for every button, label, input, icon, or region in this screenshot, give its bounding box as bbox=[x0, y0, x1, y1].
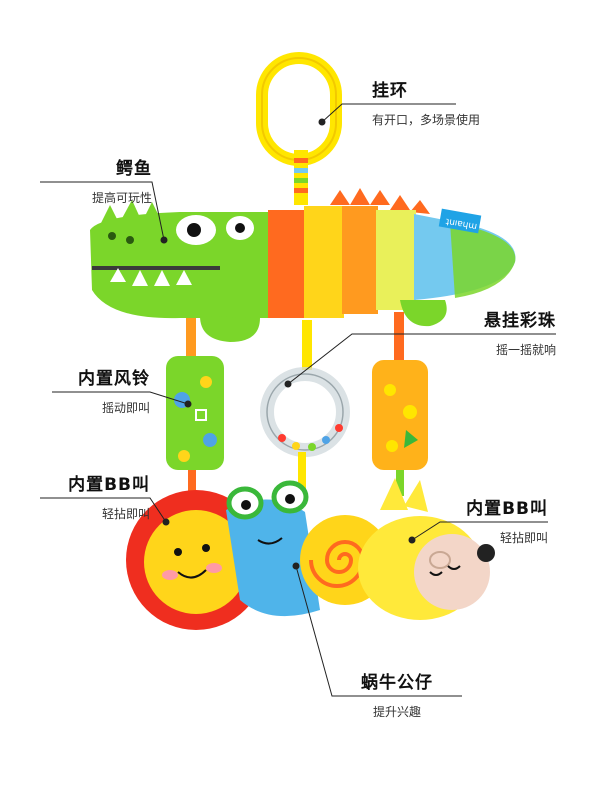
right-cylinder bbox=[372, 360, 428, 470]
callout-bb-right-title: 内置BB叫 bbox=[466, 499, 548, 519]
lower-ribbons bbox=[188, 452, 404, 496]
callout-bell-desc: 摇动即叫 bbox=[101, 401, 150, 415]
callout-ring: 挂环 有开口，多场景使用 bbox=[372, 76, 480, 128]
callout-crocodile: 鳄鱼 提高可玩性 bbox=[40, 154, 152, 206]
callout-ring-desc: 有开口，多场景使用 bbox=[372, 113, 481, 127]
crocodile: ʇuıɐɥɯ bbox=[90, 188, 516, 342]
croc-ribbons bbox=[186, 312, 404, 370]
callout-bell: 内置风铃 摇动即叫 bbox=[52, 364, 150, 416]
callout-beads-desc: 摇一摇就响 bbox=[495, 343, 556, 357]
hedgehog-plush bbox=[358, 478, 495, 620]
callout-bb-left-title: 内置BB叫 bbox=[68, 475, 150, 495]
callout-bb-right: 内置BB叫 轻拈即叫 bbox=[440, 494, 548, 546]
hanging-ring bbox=[256, 52, 342, 166]
bell-cylinder bbox=[166, 356, 224, 470]
callout-crocodile-desc: 提高可玩性 bbox=[91, 191, 152, 205]
ring-ribbon bbox=[294, 150, 308, 205]
callout-beads-title: 悬挂彩珠 bbox=[484, 311, 556, 331]
callout-ring-title: 挂环 bbox=[372, 81, 408, 101]
callout-crocodile-title: 鳄鱼 bbox=[116, 159, 152, 179]
callout-bell-title: 内置风铃 bbox=[78, 369, 150, 389]
callout-bb-left: 内置BB叫 轻拈即叫 bbox=[40, 470, 150, 522]
callout-beads: 悬挂彩珠 摇一摇就响 bbox=[420, 306, 556, 358]
callout-snail: 蜗牛公仔 提升兴趣 bbox=[332, 668, 462, 720]
bead-ring bbox=[260, 367, 350, 457]
callout-snail-title: 蜗牛公仔 bbox=[361, 673, 433, 693]
callout-bb-right-desc: 轻拈即叫 bbox=[499, 531, 548, 545]
callout-snail-desc: 提升兴趣 bbox=[372, 705, 421, 719]
callout-lines bbox=[40, 103, 556, 697]
callout-bb-left-desc: 轻拈即叫 bbox=[101, 507, 150, 521]
